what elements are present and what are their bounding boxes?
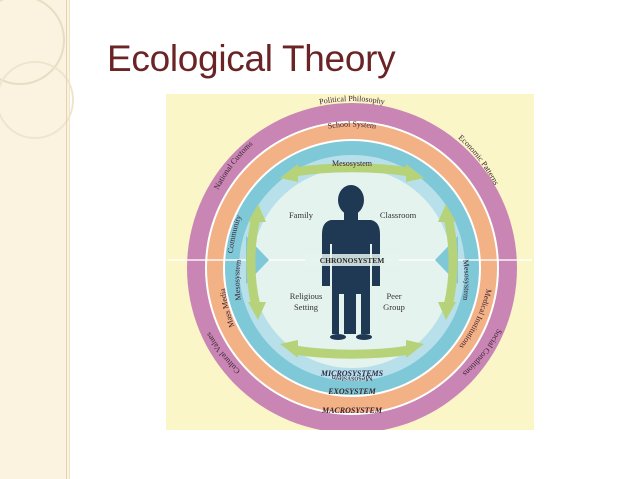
right-arrow-top-head — [438, 204, 456, 222]
right-arc-arrow — [443, 216, 458, 308]
top-arrow-left-head — [280, 164, 298, 182]
left-arrow-top-head — [248, 204, 266, 222]
right-arrow-bottom-head — [438, 302, 456, 320]
top-arc-arrow — [293, 163, 411, 177]
top-arrow-right-head — [406, 164, 424, 182]
side-divider-line — [69, 0, 70, 479]
chronosystem-label-background — [305, 254, 399, 266]
meso-label-bottom: Mesosystem — [330, 373, 373, 384]
meso-label-top: Mesosystem — [332, 159, 373, 168]
exosystem-label: EXOSYSTEM — [327, 387, 376, 396]
side-decoration-panel — [0, 0, 74, 479]
micro-label-setting: Setting — [294, 302, 319, 312]
bottom-arrow-left-head — [280, 340, 298, 358]
micro-label-family: Family — [289, 210, 314, 220]
micro-label-religious: Religious — [290, 291, 323, 301]
micro-label-peer: Peer — [386, 291, 401, 301]
left-arc-arrow — [246, 216, 261, 308]
side-divider-line — [66, 0, 67, 479]
exo-label-school-system: School System — [327, 120, 378, 131]
bottom-arc-arrow — [293, 345, 411, 359]
decorative-circles — [0, 0, 74, 139]
slide-title: Ecological Theory — [107, 38, 396, 79]
microsystems-label: MICROSYSTEMS — [320, 369, 384, 378]
bottom-arrow-right-head — [406, 340, 424, 358]
person-silhouette — [322, 185, 380, 340]
macro-label-political-philosophy: Political Philosophy — [318, 94, 385, 106]
chronosystem-label: CHRONOSYSTEM — [320, 256, 385, 265]
meso-label-right: Mesosystem — [461, 259, 472, 302]
micro-label-classroom: Classroom — [380, 210, 417, 220]
ecological-theory-diagram: Political Philosophy National Customs Ec… — [166, 94, 534, 430]
micro-label-group: Group — [383, 302, 405, 312]
left-arrow-bottom-head — [248, 302, 266, 320]
macrosystem-label: MACROSYSTEM — [321, 406, 383, 415]
meso-label-left: Mesosystem — [232, 258, 243, 301]
